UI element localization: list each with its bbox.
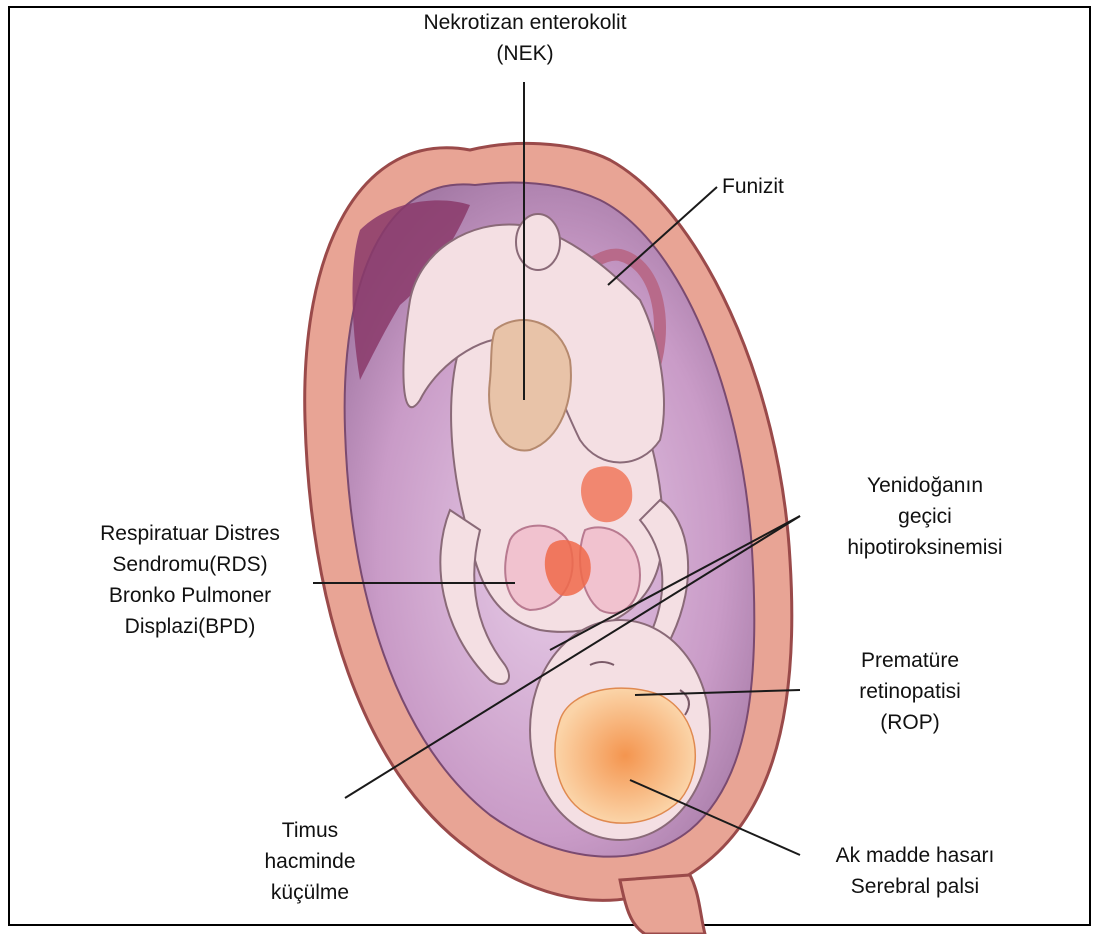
label-akmadde-line1: Ak madde hasarı bbox=[800, 840, 1030, 871]
label-hipo-line1: Yenidoğanın bbox=[810, 470, 1040, 501]
brain-white-matter bbox=[555, 688, 695, 823]
label-akmadde-line2: Serebral palsi bbox=[800, 871, 1030, 902]
fetus-foot bbox=[516, 214, 560, 270]
label-nek: Nekrotizan enterokolit (NEK) bbox=[385, 7, 665, 69]
label-hipo-line2: geçici bbox=[810, 501, 1040, 532]
label-hipo-line3: hipotiroksinemisi bbox=[810, 532, 1040, 563]
label-rop-line1: Prematüre bbox=[820, 645, 1000, 676]
label-rds-line2: Sendromu(RDS) bbox=[60, 549, 320, 580]
label-funizit-line1: Funizit bbox=[722, 171, 822, 202]
label-rop-line3: (ROP) bbox=[820, 707, 1000, 738]
label-rds-line4: Displazi(BPD) bbox=[60, 611, 320, 642]
label-timus: Timus hacminde küçülme bbox=[240, 815, 380, 908]
label-akmadde: Ak madde hasarı Serebral palsi bbox=[800, 840, 1030, 902]
label-timus-line2: hacminde bbox=[240, 846, 380, 877]
label-rop: Prematüre retinopatisi (ROP) bbox=[820, 645, 1000, 738]
label-funizit: Funizit bbox=[722, 171, 822, 202]
label-rds-line1: Respiratuar Distres bbox=[60, 518, 320, 549]
label-nek-line1: Nekrotizan enterokolit bbox=[385, 7, 665, 38]
label-rds: Respiratuar Distres Sendromu(RDS) Bronko… bbox=[60, 518, 320, 642]
label-rds-line3: Bronko Pulmoner bbox=[60, 580, 320, 611]
label-nek-line2: (NEK) bbox=[385, 38, 665, 69]
label-hipotiroksinemi: Yenidoğanın geçici hipotiroksinemisi bbox=[810, 470, 1040, 563]
label-rop-line2: retinopatisi bbox=[820, 676, 1000, 707]
label-timus-line3: küçülme bbox=[240, 877, 380, 908]
label-timus-line1: Timus bbox=[240, 815, 380, 846]
cervix bbox=[620, 875, 705, 934]
